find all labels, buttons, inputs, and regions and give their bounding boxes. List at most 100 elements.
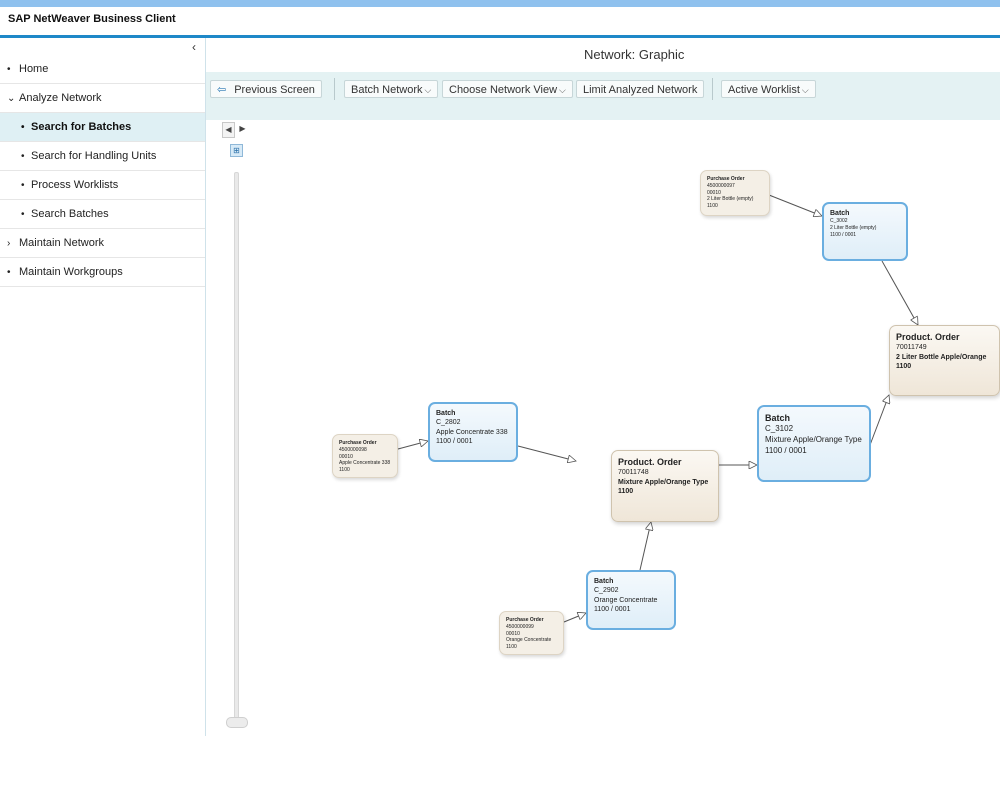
chevron-right-icon: › — [7, 238, 11, 249]
node-title: Batch — [594, 578, 614, 585]
node-line: 70011749 — [896, 344, 927, 352]
batch-network-button[interactable]: Batch Network⌵ — [344, 80, 439, 98]
graph-edges — [397, 194, 1000, 623]
chevron-down-icon: ⌄ — [7, 93, 16, 104]
batch-node[interactable]: Batch C_2802 Apple Concentrate 338 1100 … — [428, 402, 518, 462]
chevron-down-icon: ⌵ — [801, 85, 809, 95]
edge-po-bottom-to-batch-orange — [563, 613, 586, 623]
title-bar: SAP NetWeaver Business Client — [0, 7, 1000, 38]
sidebar: ‹ • Home ⌄ Analyze Network • Search for … — [0, 38, 206, 736]
node-title: Batch — [765, 413, 791, 423]
edge-batch-apple-to-order-mid — [517, 445, 576, 461]
sidebar-item-label: Search Batches — [31, 208, 109, 220]
scrollbar-thumb[interactable] — [226, 717, 248, 728]
chevron-down-icon: ⌵ — [424, 85, 432, 95]
node-line: 1100 / 0001 — [830, 231, 857, 238]
bullet-icon: • — [21, 151, 25, 162]
sidebar-item-label: Process Worklists — [31, 179, 119, 191]
sidebar-item-label: Search for Handling Units — [31, 150, 157, 162]
choose-network-view-label: Choose Network View — [449, 84, 558, 96]
bullet-icon: • — [21, 180, 25, 191]
limit-analyzed-network-label: Limit Analyzed Network — [583, 84, 698, 96]
sidebar-item-search-batches[interactable]: • Search Batches — [0, 200, 205, 229]
sidebar-item-label: Maintain Workgroups — [19, 266, 123, 278]
bullet-icon: • — [7, 267, 11, 278]
main-content: Network: Graphic ⇦ Previous Screen Batch … — [206, 38, 1000, 736]
production-order-node[interactable]: Product. Order 70011748 Mixture Apple/Or… — [611, 450, 719, 522]
chevron-left-icon[interactable]: ‹ — [192, 40, 196, 54]
node-line: 1100 — [618, 488, 634, 496]
sidebar-item-maintain-workgroups[interactable]: • Maintain Workgroups — [0, 258, 205, 287]
node-title: Purchase Order — [707, 176, 745, 182]
network-graph-canvas[interactable]: ◀ ▶ ⊞ Purchase Order 4500000097 00010 — [206, 120, 1000, 736]
purchase-order-node[interactable]: Purchase Order 4500000097 00010 2 Liter … — [700, 170, 770, 216]
node-line: 4500000099 — [506, 623, 534, 630]
node-line: Mixture Apple/Orange Type — [765, 434, 862, 444]
bullet-icon: • — [7, 64, 11, 75]
node-line: 1100 / 0001 — [436, 438, 473, 446]
batch-node[interactable]: Batch C_2902 Orange Concentrate 1100 / 0… — [586, 570, 676, 630]
limit-analyzed-network-button[interactable]: Limit Analyzed Network — [576, 80, 705, 98]
batch-node[interactable]: Batch C_3002 2 Liter Bottle (empty) 1100… — [822, 202, 908, 261]
node-line: C_3102 — [765, 424, 794, 434]
sidebar-item-process-worklists[interactable]: • Process Worklists — [0, 171, 205, 200]
sidebar-item-analyze-network[interactable]: ⌄ Analyze Network — [0, 84, 205, 113]
edge-po-top-to-batch-top — [768, 194, 822, 216]
sidebar-item-search-for-batches[interactable]: • Search for Batches — [0, 113, 205, 142]
node-title: Batch — [436, 410, 456, 417]
previous-screen-button[interactable]: ⇦ Previous Screen — [210, 80, 322, 98]
zoom-icon[interactable]: ⊞ — [230, 144, 243, 157]
purchase-order-node[interactable]: Purchase Order 4500000099 00010 Orange C… — [499, 611, 564, 655]
sidebar-item-label: Maintain Network — [19, 237, 104, 249]
node-line: 1100 — [339, 467, 350, 473]
node-line: Orange Concentrate — [506, 637, 552, 644]
chevron-down-icon: ⌵ — [559, 85, 566, 95]
node-line: 2 Liter Bottle (empty) — [707, 196, 754, 203]
node-line: 1100 — [506, 644, 517, 650]
previous-screen-label: Previous Screen — [234, 84, 315, 96]
sidebar-item-search-for-handling-units[interactable]: • Search for Handling Units — [0, 142, 205, 171]
node-line: 1100 — [707, 203, 718, 209]
sidebar-item-label: Analyze Network — [19, 92, 102, 104]
toolbar-divider — [334, 78, 335, 100]
node-line: C_2902 — [594, 587, 619, 595]
node-line: 1100 / 0001 — [765, 445, 807, 455]
active-worklist-label: Active Worklist — [728, 84, 800, 96]
sidebar-item-maintain-network[interactable]: › Maintain Network — [0, 229, 205, 258]
choose-network-view-button[interactable]: Choose Network View⌵ — [442, 80, 573, 98]
node-title: Product. Order — [896, 332, 960, 342]
node-line: 00010 — [707, 189, 721, 196]
app-title: SAP NetWeaver Business Client — [8, 13, 176, 25]
sidebar-item-home[interactable]: • Home — [0, 55, 205, 84]
node-line: Apple Concentrate 338 — [339, 460, 391, 467]
node-line: 2 Liter Bottle (empty) — [830, 225, 877, 232]
node-line: 00010 — [339, 453, 353, 460]
bullet-icon: • — [21, 209, 25, 220]
node-title: Purchase Order — [506, 617, 544, 623]
scroll-left-icon[interactable]: ◀ — [222, 122, 235, 138]
arrow-left-icon: ⇦ — [217, 84, 227, 96]
node-title: Purchase Order — [339, 440, 377, 446]
production-order-node[interactable]: Product. Order 70011749 2 Liter Bottle A… — [889, 325, 1000, 396]
node-title: Product. Order — [618, 457, 682, 467]
node-line: 70011748 — [618, 469, 649, 477]
edge-batch-top-to-order-right — [881, 260, 918, 325]
top-strip — [0, 0, 1000, 7]
sidebar-item-label: Home — [19, 63, 49, 75]
node-line: Mixture Apple/Orange Type — [618, 478, 709, 486]
purchase-order-node[interactable]: Purchase Order 4500000098 00010 Apple Co… — [332, 434, 398, 478]
batch-node[interactable]: Batch C_3102 Mixture Apple/Orange Type 1… — [757, 405, 871, 482]
scroll-right-icon[interactable]: ▶ — [239, 124, 246, 133]
page-title: Network: Graphic — [584, 47, 685, 62]
batch-network-label: Batch Network — [351, 84, 423, 96]
horizontal-scroll-control: ◀ ▶ — [222, 122, 250, 138]
node-line: 4500000098 — [339, 446, 367, 453]
active-worklist-button[interactable]: Active Worklist⌵ — [721, 80, 816, 98]
bullet-icon: • — [21, 122, 25, 133]
node-line: 1100 / 0001 — [594, 606, 631, 614]
edge-po-left-to-batch-apple — [397, 441, 428, 450]
edge-batch-mix-to-order-right — [869, 395, 889, 446]
toolbar-divider — [712, 78, 713, 100]
node-line: C_3002 — [830, 218, 848, 225]
node-line: C_2802 — [436, 419, 461, 427]
